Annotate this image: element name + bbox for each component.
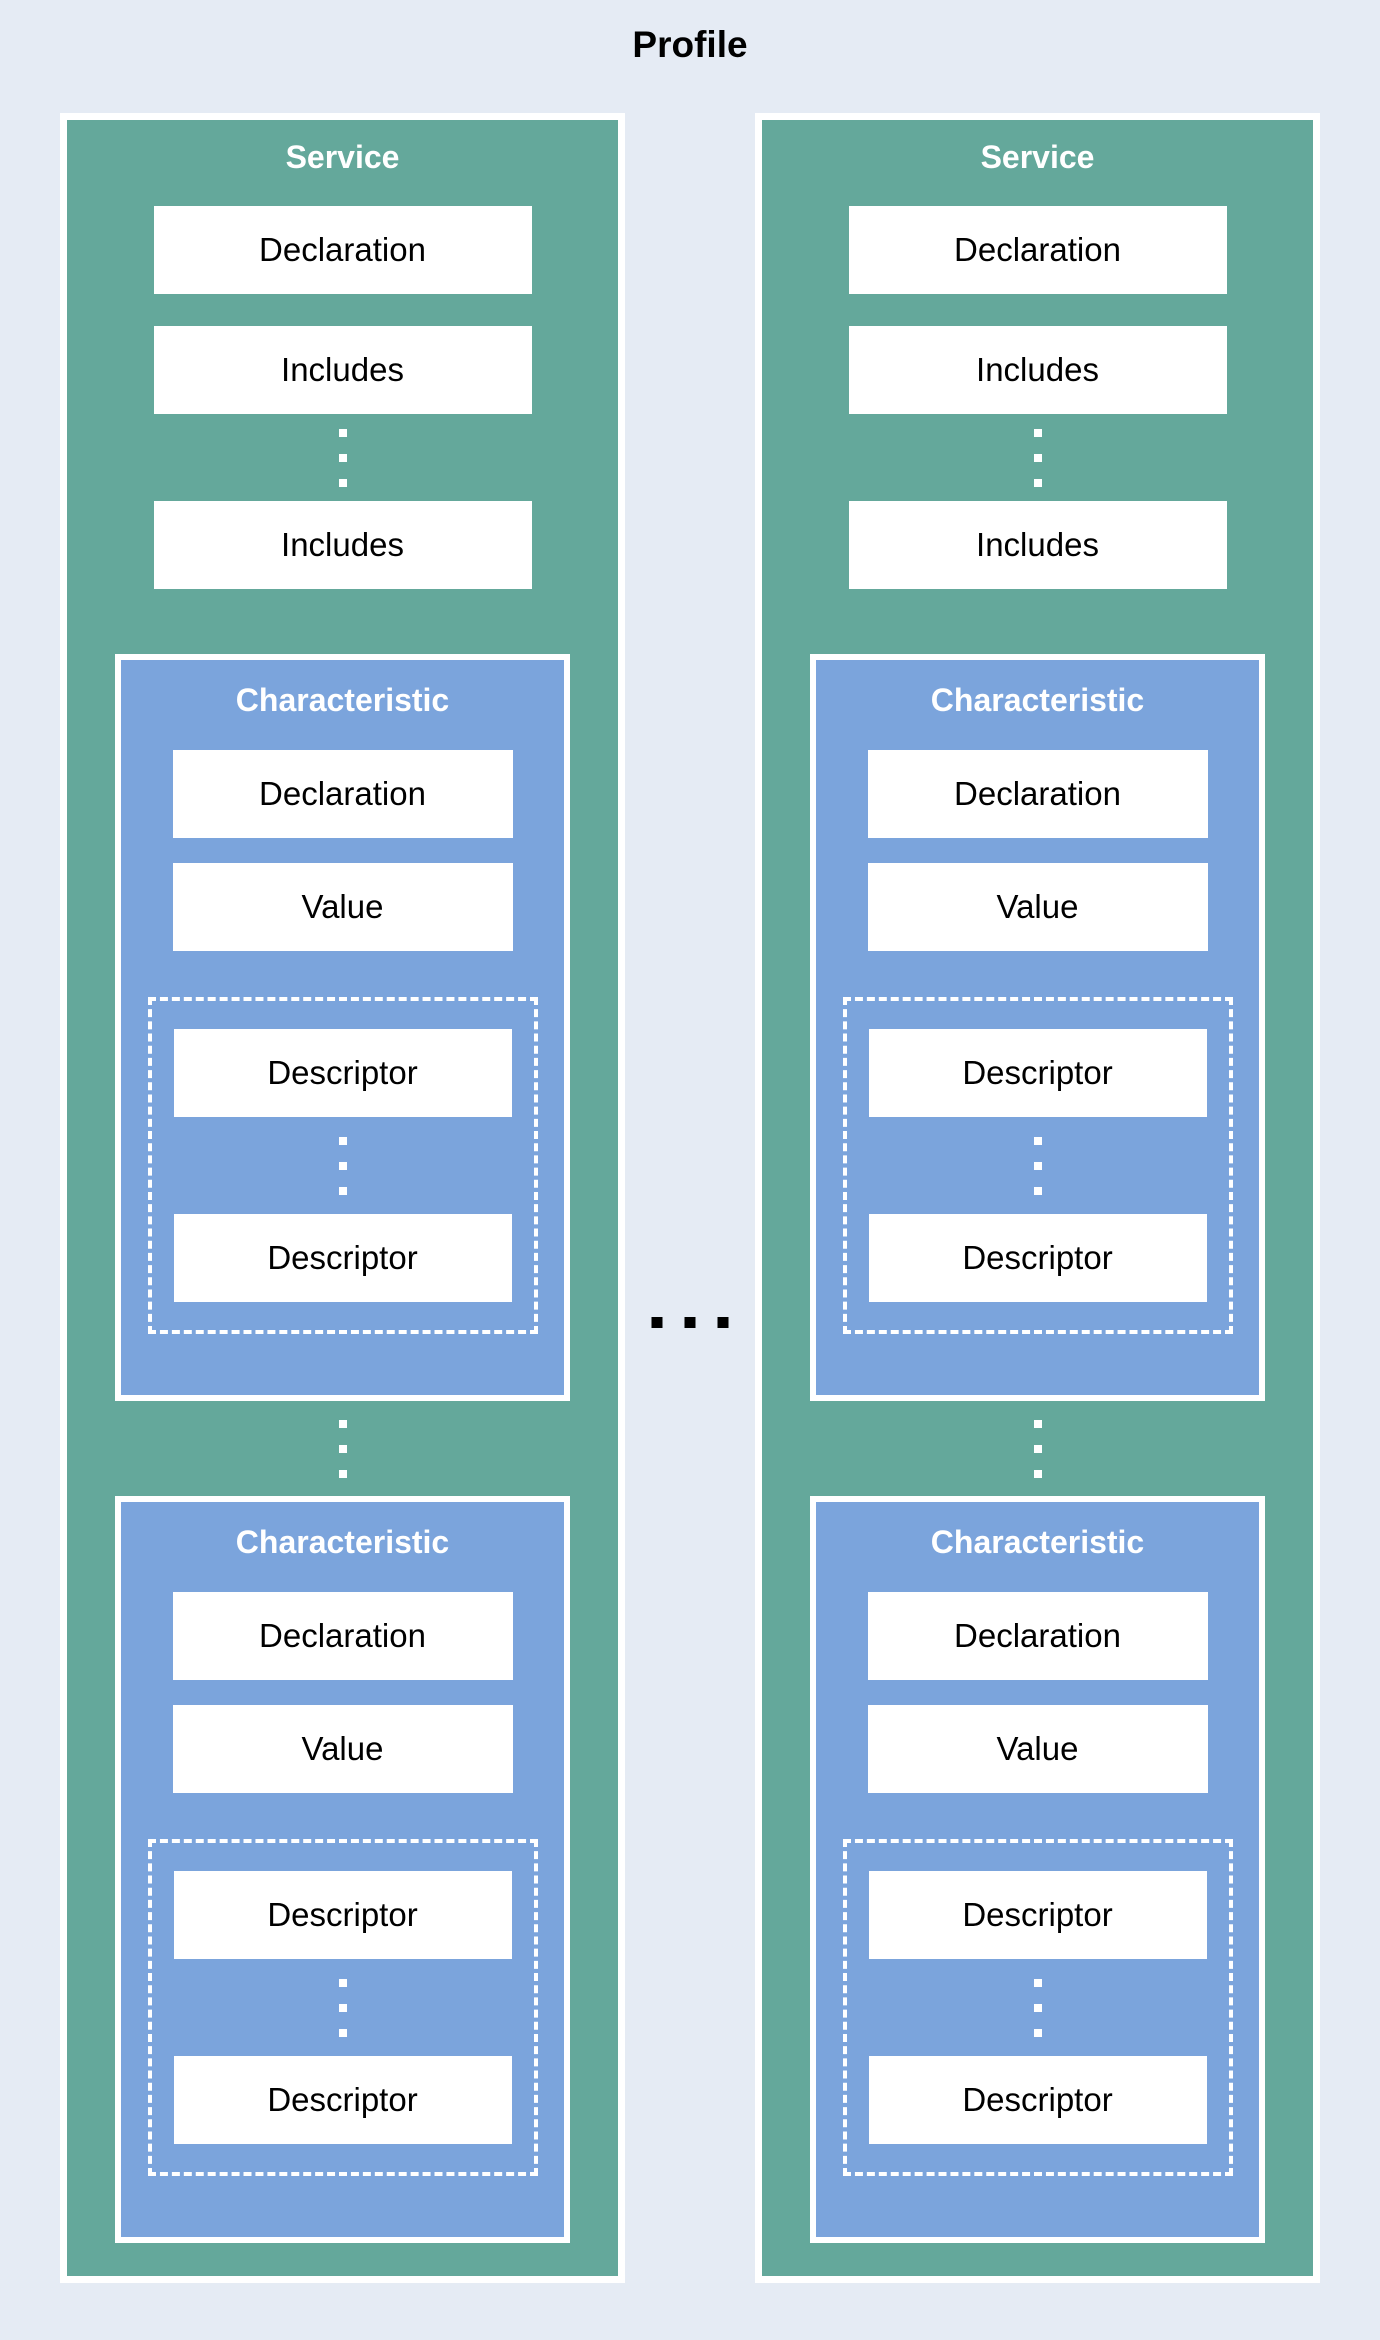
service-includes-box: Includes xyxy=(153,326,532,414)
descriptor-group: Descriptor Descriptor xyxy=(147,1839,538,2176)
characteristic-declaration-box: Declaration xyxy=(172,1592,513,1680)
vertical-ellipsis-icon xyxy=(338,1959,347,2056)
vertical-ellipsis-icon xyxy=(338,1401,347,1496)
descriptor-group: Descriptor Descriptor xyxy=(842,997,1233,1334)
characteristic-value-box: Value xyxy=(867,863,1208,951)
horizontal-ellipsis-icon xyxy=(651,1317,729,1328)
service-includes-box: Includes xyxy=(848,501,1227,589)
vertical-ellipsis-icon xyxy=(1033,1117,1042,1214)
descriptor-box: Descriptor xyxy=(868,1214,1207,1302)
services-separator xyxy=(651,1317,729,1328)
descriptor-group: Descriptor Descriptor xyxy=(147,997,538,1334)
service-declaration-box: Declaration xyxy=(153,206,532,294)
descriptor-box: Descriptor xyxy=(173,1029,512,1117)
characteristic-header: Characteristic xyxy=(930,682,1145,718)
characteristic-box: Characteristic Declaration Value Descrip… xyxy=(810,654,1265,1401)
page-title: Profile xyxy=(632,24,748,65)
characteristic-declaration-box: Declaration xyxy=(867,750,1208,838)
service-header: Service xyxy=(285,139,400,175)
descriptor-box: Descriptor xyxy=(868,2056,1207,2144)
characteristic-declaration-box: Declaration xyxy=(867,1592,1208,1680)
service-includes-box: Includes xyxy=(848,326,1227,414)
services-row: Service Declaration Includes Includes Ch… xyxy=(0,113,1380,2283)
vertical-ellipsis-icon xyxy=(1033,414,1042,501)
characteristic-value-box: Value xyxy=(172,1705,513,1793)
characteristic-value-box: Value xyxy=(172,863,513,951)
vertical-ellipsis-icon xyxy=(338,1117,347,1214)
characteristic-box: Characteristic Declaration Value Descrip… xyxy=(115,1496,570,2243)
vertical-ellipsis-icon xyxy=(1033,1401,1042,1496)
characteristic-header: Characteristic xyxy=(235,1524,450,1560)
characteristic-declaration-box: Declaration xyxy=(172,750,513,838)
characteristic-header: Characteristic xyxy=(235,682,450,718)
service-box: Service Declaration Includes Includes Ch… xyxy=(60,113,625,2283)
descriptor-box: Descriptor xyxy=(173,1214,512,1302)
vertical-ellipsis-icon xyxy=(1033,1959,1042,2056)
service-declaration-box: Declaration xyxy=(848,206,1227,294)
characteristic-header: Characteristic xyxy=(930,1524,1145,1560)
service-includes-box: Includes xyxy=(153,501,532,589)
service-header: Service xyxy=(980,139,1095,175)
descriptor-group: Descriptor Descriptor xyxy=(842,1839,1233,2176)
service-box: Service Declaration Includes Includes Ch… xyxy=(755,113,1320,2283)
descriptor-box: Descriptor xyxy=(173,2056,512,2144)
vertical-ellipsis-icon xyxy=(338,414,347,501)
descriptor-box: Descriptor xyxy=(868,1029,1207,1117)
characteristic-box: Characteristic Declaration Value Descrip… xyxy=(115,654,570,1401)
characteristic-value-box: Value xyxy=(867,1705,1208,1793)
characteristic-box: Characteristic Declaration Value Descrip… xyxy=(810,1496,1265,2243)
descriptor-box: Descriptor xyxy=(868,1871,1207,1959)
descriptor-box: Descriptor xyxy=(173,1871,512,1959)
